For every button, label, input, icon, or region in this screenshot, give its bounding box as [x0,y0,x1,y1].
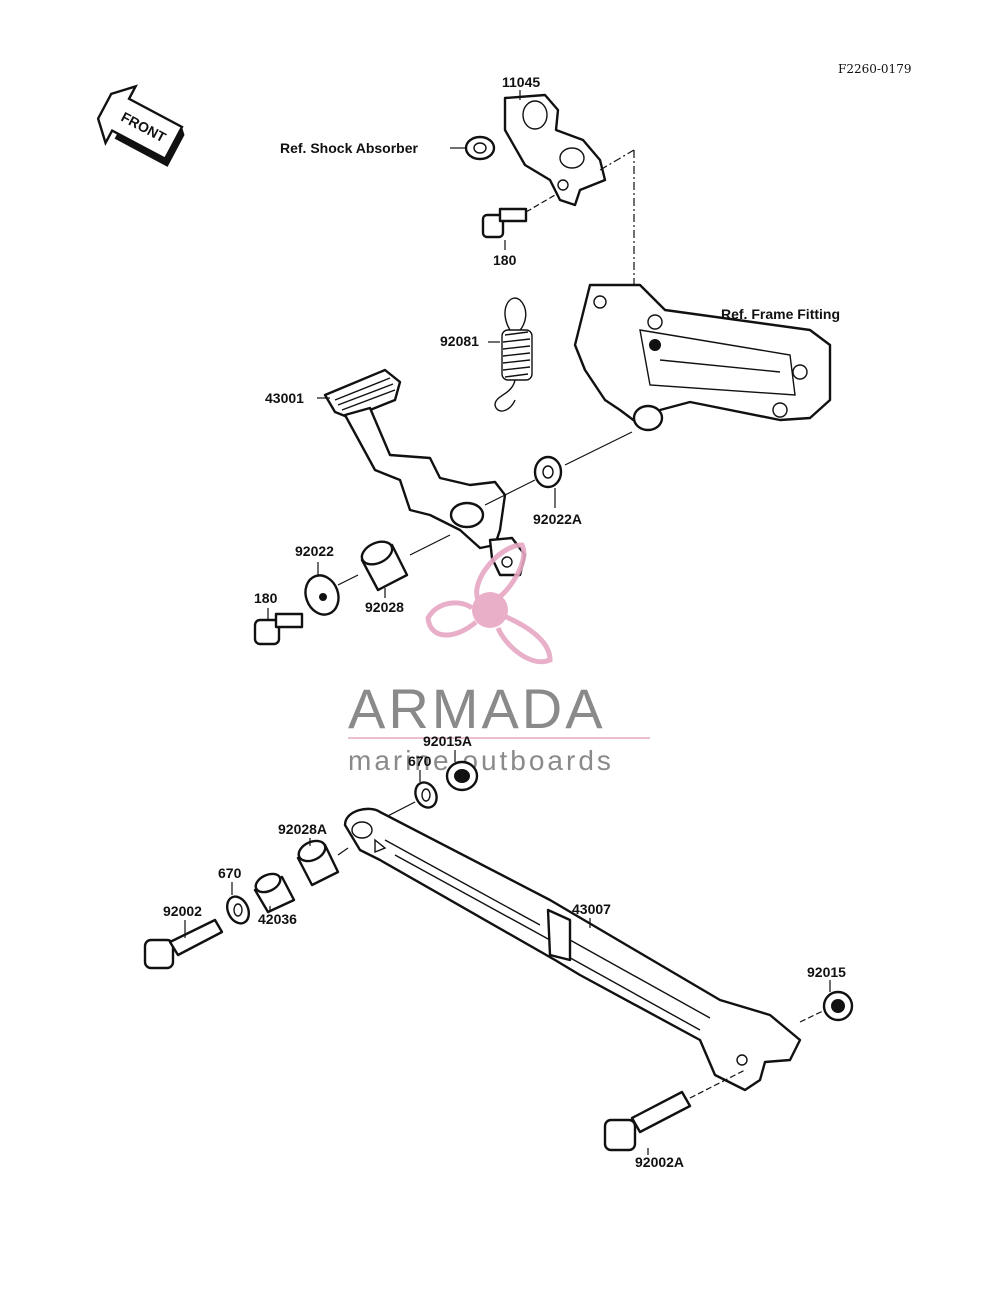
part-92028-collar [360,540,409,592]
part-42036-label: 42036 [258,911,297,927]
part-92002-label: 92002 [163,903,202,919]
part-180-left-label: 180 [254,590,278,606]
part-180-left-bolt [253,612,304,646]
part-43001-label: 43001 [265,390,304,406]
part-92028A-collar [296,839,340,887]
part-43007-label: 43007 [572,901,611,917]
part-92002A-bolt [603,1090,692,1152]
frame-fitting [573,283,832,432]
watermark-brand: ARMADA [348,677,606,740]
part-92022A-washer [533,455,563,489]
shock-absorber-nut [464,135,496,161]
part-670-top-label: 670 [408,753,432,769]
part-92081-spring [494,297,533,412]
part-43007-rod [343,807,802,1092]
part-92002A-label: 92002A [635,1154,684,1170]
part-92015-label: 92015 [807,964,846,980]
armada-logo-icon [425,542,553,665]
part-180-top-bolt [481,207,528,239]
ref-shock-absorber-label: Ref. Shock Absorber [280,140,419,156]
part-92081-label: 92081 [440,333,479,349]
part-92022A-label: 92022A [533,511,582,527]
part-180-top-label: 180 [493,252,517,268]
part-92015A-nut [445,760,479,792]
part-92028A-label: 92028A [278,821,327,837]
part-11045-label: 11045 [502,74,540,90]
ref-frame-fitting-label: Ref. Frame Fitting [721,306,840,322]
part-43001-brake-pedal [323,368,527,577]
part-92022-washer [304,574,340,616]
diagram-code: F2260-0179 [838,62,911,76]
part-92022-label: 92022 [295,543,334,559]
front-arrow-icon: FRONT [96,84,185,167]
part-670-left-label: 670 [218,865,242,881]
part-92015-nut [822,990,854,1022]
part-92015A-label: 92015A [423,733,472,749]
part-670-left-washer [225,895,251,925]
part-11045-bracket [503,93,607,207]
part-42036-sleeve [253,872,296,914]
part-92002-bolt [143,918,224,970]
watermark-tagline: marine outboards [348,745,614,776]
part-670-top-washer [414,781,438,809]
part-92028-label: 92028 [365,599,404,615]
